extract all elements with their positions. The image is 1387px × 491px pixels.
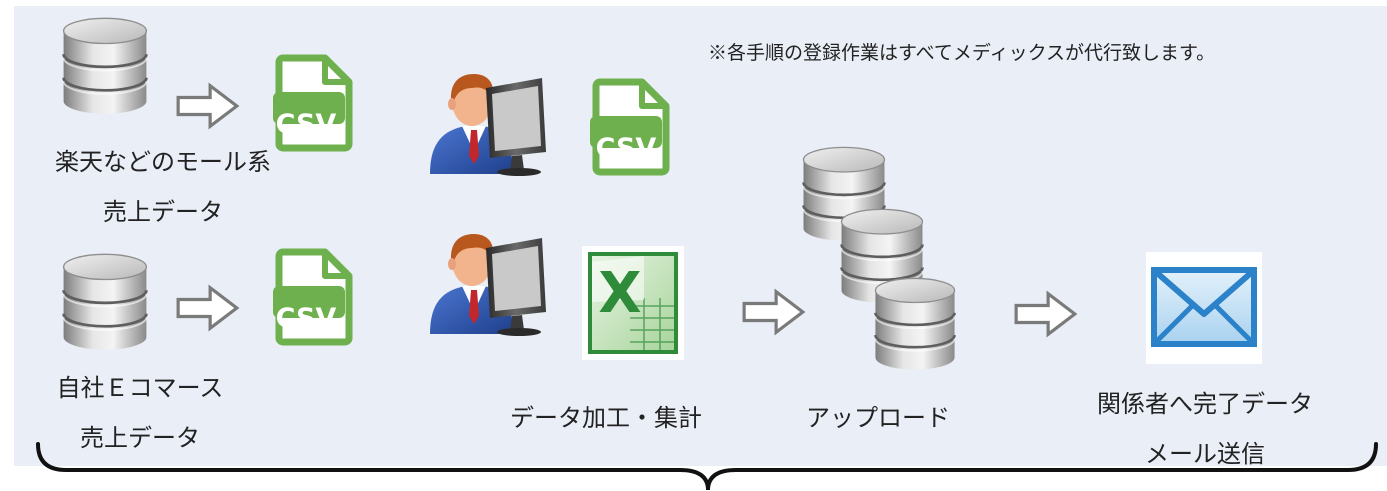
- process-label: データ加工・集計: [510, 404, 702, 432]
- mail-label-line1: 関係者へ完了データ: [1097, 390, 1313, 418]
- upload-label: アップロード: [806, 404, 950, 432]
- bottom-brace: [36, 442, 1378, 491]
- csv-file-icon: CSV: [270, 248, 356, 346]
- arrow-right-icon: [176, 284, 240, 332]
- csv-icon-text: CSV: [276, 303, 337, 334]
- note-text: ※各手順の登録作業はすべてメディックスが代行致します。: [708, 42, 1216, 64]
- database-icon: [60, 252, 150, 352]
- arrow-right-icon: [176, 82, 240, 130]
- user-at-computer-icon: [424, 222, 554, 340]
- mail-label-line2: メール送信: [1145, 440, 1265, 468]
- csv-icon-text: CSV: [276, 109, 337, 140]
- diagram-background: [14, 6, 1387, 466]
- database-icon: [60, 16, 150, 116]
- arrow-right-icon: [742, 288, 806, 336]
- mall-sales-label-line2: 売上データ: [103, 198, 223, 226]
- user-at-computer-icon: [424, 62, 554, 180]
- csv-file-icon: CSV: [590, 78, 670, 176]
- database-icon: [872, 274, 958, 374]
- ec-sales-label-line1: 自社Ｅコマース: [56, 374, 224, 402]
- mail-envelope-icon: [1146, 252, 1262, 364]
- csv-file-icon: CSV: [270, 54, 356, 152]
- mall-sales-label-line1: 楽天などのモール系: [55, 148, 271, 176]
- arrow-right-icon: [1014, 290, 1078, 338]
- ec-sales-label-line2: 売上データ: [80, 424, 200, 452]
- csv-icon-text: CSV: [596, 133, 657, 164]
- excel-icon-letter: X: [598, 261, 641, 326]
- excel-icon: X: [582, 246, 684, 360]
